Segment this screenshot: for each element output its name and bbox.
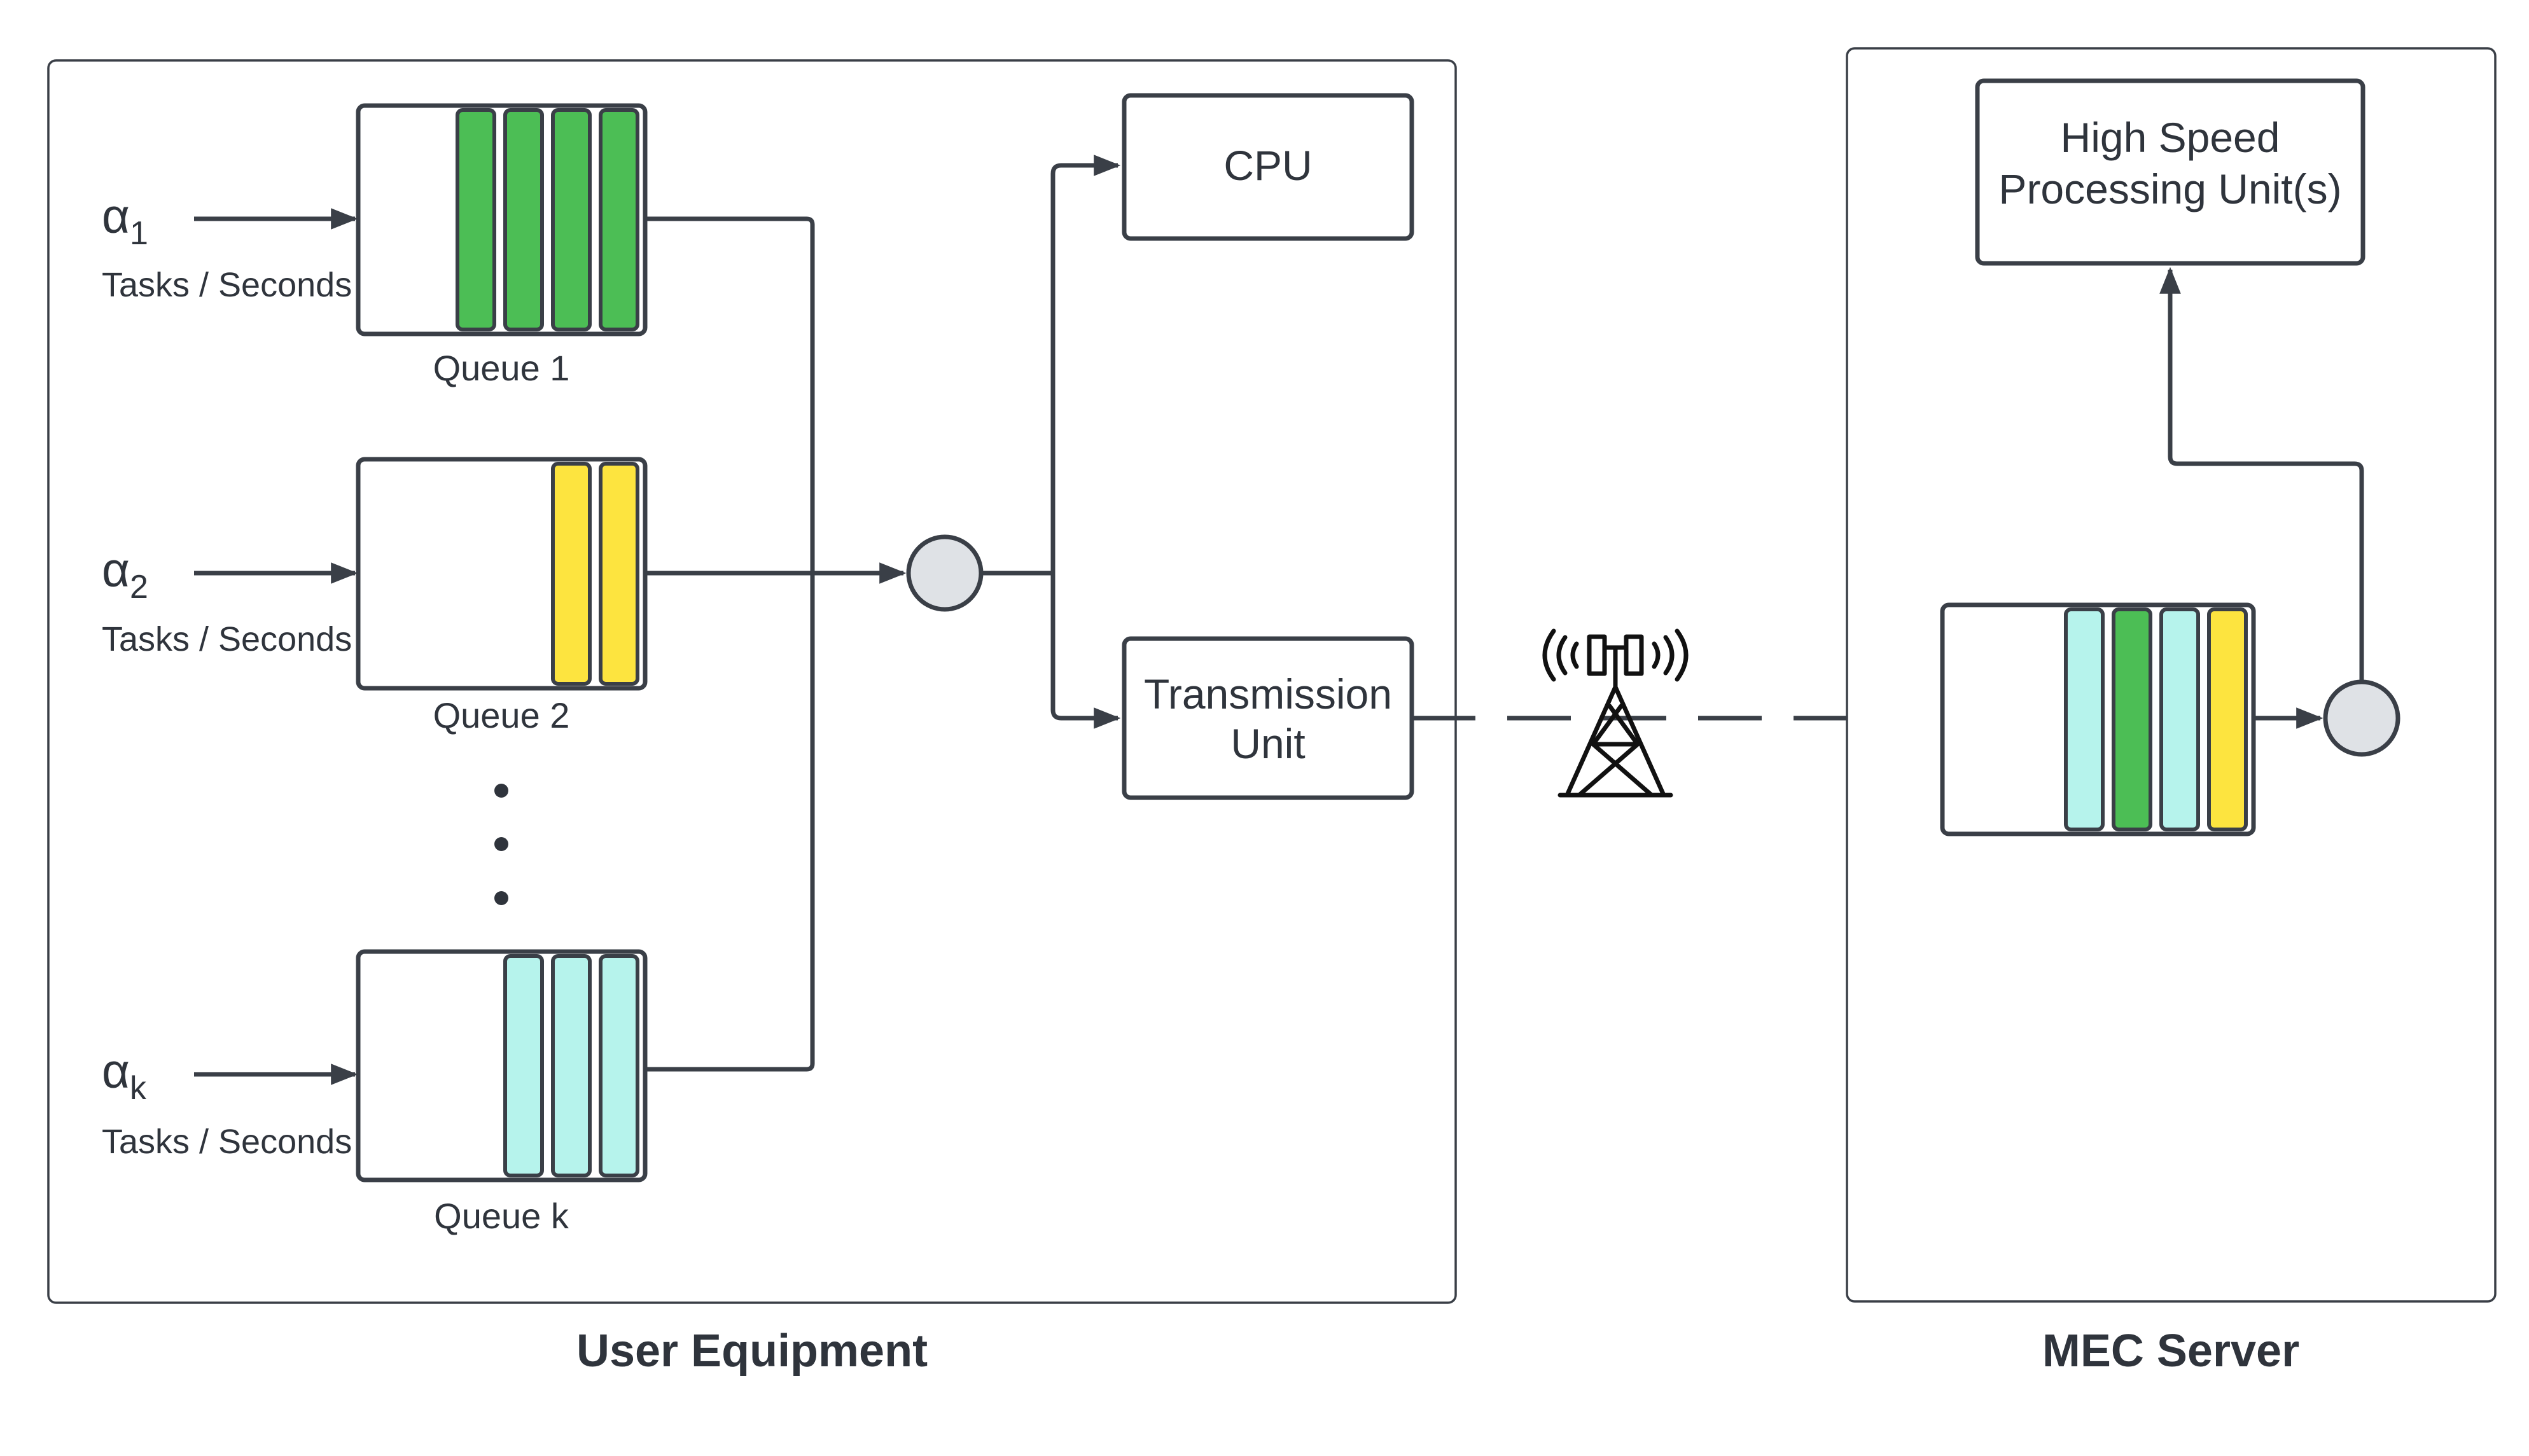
queue-k-task-3: [599, 954, 639, 1177]
queue-2-tasks: [551, 462, 639, 686]
mec-server-title: MEC Server: [2042, 1326, 2299, 1376]
queue-ellipsis: [494, 784, 508, 905]
queue-1-connector: [645, 216, 815, 1072]
cell-tower-icon: [1542, 628, 1689, 798]
transmission-unit-label-line1: Transmission: [1144, 670, 1392, 718]
cpu-box: [1122, 93, 1414, 241]
transmission-unit-label-line2: Unit: [1230, 720, 1305, 767]
queue-k-rate-symbol: αk: [102, 1044, 147, 1107]
processing-unit-label-line2: Processing Unit(s): [1998, 165, 2341, 212]
queue-1-rate-subscript: 1: [130, 215, 148, 252]
queue-2-label: Queue 2: [433, 695, 570, 735]
queue-k-rate-subscript: k: [130, 1070, 147, 1107]
processing-unit-box: [1975, 78, 2365, 266]
queue-1-rate-unit: Tasks / Seconds: [102, 266, 352, 304]
scheduler-to-cpu-arrow: [981, 155, 1121, 576]
queue-2-rate-unit: Tasks / Seconds: [102, 620, 352, 658]
queue-2-rate-symbol: α2: [102, 543, 148, 606]
transmission-unit-box: [1122, 636, 1414, 800]
queue-2-group: α2 Tasks / Seconds Queue 2: [102, 457, 648, 735]
scheduler-to-transmission-arrow: [1050, 573, 1121, 729]
user-equipment-title: User Equipment: [576, 1326, 928, 1376]
queue-1-task-4: [599, 108, 639, 331]
queue-2-rate-subscript: 2: [130, 569, 148, 606]
queue-1-task-2: [503, 108, 544, 331]
mec-queue-tasks: [2064, 607, 2248, 831]
mec-queue-task-2: [2112, 607, 2152, 831]
queue-1-group: α1 Tasks / Seconds Queue 1: [102, 103, 648, 388]
queue-1-tasks: [456, 108, 639, 331]
mec-queue-task-3: [2159, 607, 2200, 831]
cpu-label: CPU: [1223, 142, 1312, 189]
queue-k-tasks: [503, 954, 639, 1177]
queue-2-task-2: [599, 462, 639, 686]
queue-k-rate-unit: Tasks / Seconds: [102, 1123, 352, 1161]
queue-1-label: Queue 1: [433, 348, 570, 388]
scheduler-node: [906, 534, 984, 612]
processing-unit-label-line1: High Speed: [2061, 114, 2280, 161]
node-to-processing-arrow: [2159, 267, 2364, 682]
queue-k-task-2: [551, 954, 592, 1177]
queue-k-task-1: [503, 954, 544, 1177]
queue-k-label: Queue k: [434, 1196, 569, 1236]
queue-1-task-1: [456, 108, 496, 331]
queue-k-group: αk Tasks / Seconds Queue k: [102, 949, 648, 1236]
queue-1-rate-symbol: α1: [102, 190, 148, 252]
mec-queue-task-1: [2064, 607, 2105, 831]
queue-1-task-3: [551, 108, 592, 331]
mec-dispatch-node: [2323, 679, 2400, 757]
queue-2-task-1: [551, 462, 592, 686]
mec-queue-task-4: [2207, 607, 2248, 831]
